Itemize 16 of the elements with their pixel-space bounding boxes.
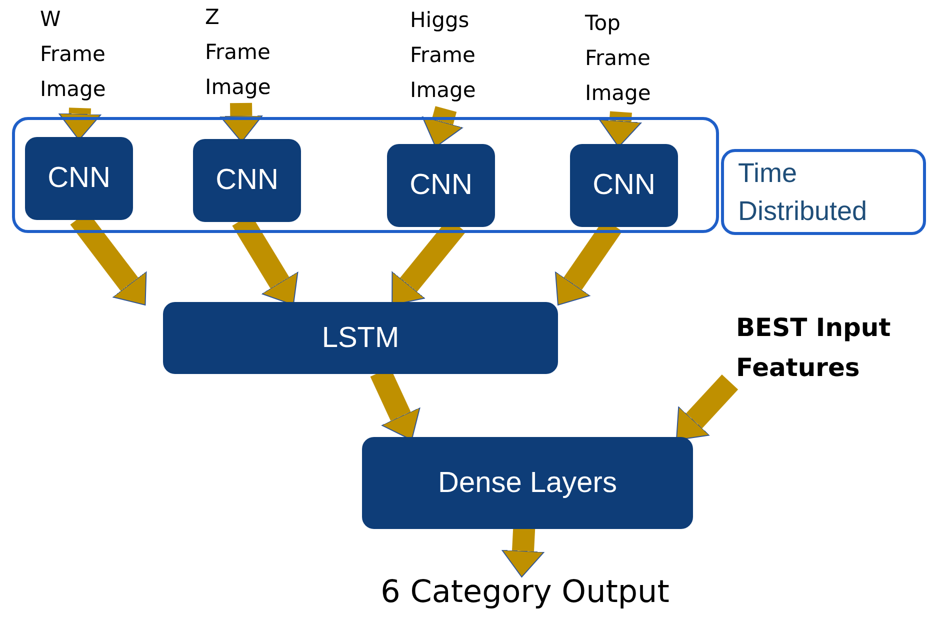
layer-box: CNN: [193, 139, 301, 222]
layer-box: CNN: [570, 144, 678, 227]
input-label: Top Frame Image: [585, 6, 665, 114]
layer-box: LSTM: [163, 302, 558, 374]
output-label: 6 Category Output: [360, 574, 690, 618]
input-label: Higgs Frame Image: [410, 3, 490, 111]
layer-box: Dense Layers: [362, 437, 693, 529]
block-arrow: [676, 374, 738, 440]
layer-box: CNN: [387, 144, 495, 227]
layer-box: CNN: [25, 137, 133, 220]
input-label: Z Frame Image: [205, 0, 285, 105]
input-label: W Frame Image: [40, 2, 120, 110]
group-frame: [12, 117, 719, 233]
block-arrow: [502, 526, 544, 578]
input-label: BEST Input Features: [736, 308, 926, 392]
wrapper-label-box: Time Distributed: [721, 149, 926, 235]
